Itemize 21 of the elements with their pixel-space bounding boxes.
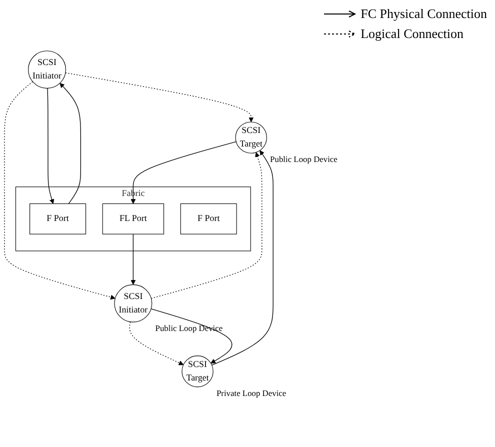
arrow	[212, 150, 274, 366]
node-box: FL Port	[102, 203, 164, 234]
legend-text: Logical Connection	[360, 26, 464, 42]
arrow	[150, 152, 262, 299]
node-circle: SCSI Target	[182, 356, 214, 388]
arrow	[150, 308, 232, 364]
arrow	[129, 322, 184, 366]
node-caption: Public Loop Device	[270, 154, 338, 164]
arrow	[130, 141, 236, 204]
node-caption: Private Loop Device	[216, 388, 286, 398]
arrow	[60, 82, 82, 204]
arrow	[4, 81, 116, 300]
legend-text: FC Physical Connection	[360, 6, 487, 22]
arrow	[47, 88, 54, 204]
node-box: F Port	[30, 203, 86, 234]
node-box: F Port	[180, 203, 237, 234]
node-circle: SCSI Initiator	[28, 50, 66, 89]
node-circle: SCSI Initiator	[114, 284, 152, 322]
arrow	[130, 234, 136, 285]
arrow	[65, 72, 254, 122]
node-circle: SCSI Target	[235, 122, 267, 154]
